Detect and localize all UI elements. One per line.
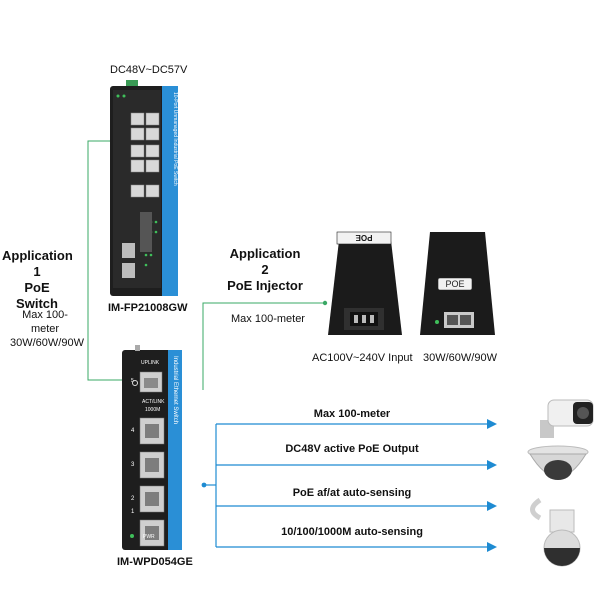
port-number-4: 4 bbox=[131, 428, 135, 434]
actlink-label: ACT/LINK bbox=[142, 399, 165, 405]
arrowheads bbox=[487, 419, 497, 552]
feature-label-4: 10/100/1000M auto-sensing bbox=[281, 526, 423, 538]
injector-input-device bbox=[328, 231, 402, 335]
bottom-switch-side-text: Industrial Ethernet Switch bbox=[172, 356, 178, 425]
blue-output-lines bbox=[204, 423, 488, 548]
feature-label-3: PoE af/at auto-sensing bbox=[292, 487, 412, 499]
green-link-injector bbox=[202, 302, 325, 390]
bullet-camera-icon bbox=[540, 399, 594, 438]
speed-label: 1000M bbox=[145, 407, 161, 413]
green-link-switch bbox=[87, 140, 140, 381]
port-number-3: 3 bbox=[131, 462, 135, 468]
port-number-1: 1 bbox=[131, 509, 135, 515]
feature-label-2: DC48V active PoE Output bbox=[285, 443, 419, 455]
app1-spec-line1: Max 100-meter bbox=[22, 309, 68, 335]
top-switch-side-text: 10-Port Unmanaged Industrial PoE Switch bbox=[172, 92, 178, 186]
top-switch-power-label: DC48V~DC57V bbox=[110, 64, 188, 76]
injector-input-label: AC100V~240V Input bbox=[312, 352, 413, 364]
uplink-label: UPLINK bbox=[141, 360, 160, 366]
app2-title: Application 2 PoE Injector bbox=[225, 246, 305, 294]
app1-title-line1: Application 1 bbox=[2, 248, 73, 279]
pwr-label: PWR bbox=[143, 534, 155, 540]
feature-label-1: Max 100-meter bbox=[313, 408, 391, 420]
app1-title-line2: PoE Switch bbox=[16, 280, 58, 311]
dome-camera-icon bbox=[527, 445, 589, 480]
injector-output-device bbox=[420, 232, 495, 335]
top-switch-device bbox=[110, 80, 178, 296]
app2-title-line2: PoE Injector bbox=[227, 278, 303, 293]
app2-spec: Max 100-meter bbox=[231, 313, 305, 325]
injector-logo-2: POE bbox=[445, 279, 465, 289]
app1-spec-line2: 30W/60W/90W bbox=[10, 337, 84, 349]
bottom-switch-model: IM-WPD054GE bbox=[117, 556, 193, 568]
injector-output-label: 30W/60W/90W bbox=[423, 352, 497, 364]
injector-logo-1: POE bbox=[355, 233, 373, 242]
bottom-switch-device bbox=[122, 345, 182, 550]
ptz-camera-icon bbox=[530, 497, 581, 567]
app1-spec: Max 100-meter 30W/60W/90W bbox=[10, 308, 84, 350]
app1-title: Application 1 PoE Switch bbox=[2, 248, 73, 312]
top-switch-model: IM-FP21008GW bbox=[108, 302, 188, 314]
port-number-2: 2 bbox=[131, 496, 135, 502]
port-number-5: 5 bbox=[131, 378, 134, 384]
app2-title-line1: Application 2 bbox=[229, 246, 301, 277]
